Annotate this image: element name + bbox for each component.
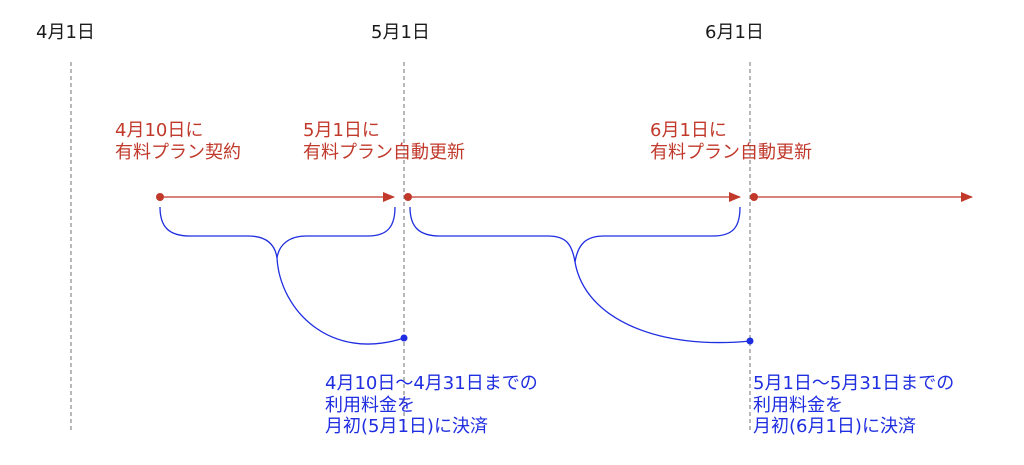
billing-note-second-line2: 利用料金を — [753, 394, 843, 416]
billing-brace-1 — [159, 206, 396, 259]
event-label-contract-line2: 有料プラン契約 — [115, 141, 241, 163]
event-label-renew-may: 5月1日に 有料プラン自動更新 — [303, 120, 465, 163]
event-dot-renew-may — [404, 193, 412, 201]
billing-note-first-line2: 利用料金を — [325, 394, 415, 416]
billing-connector-2 — [574, 261, 751, 344]
event-label-contract: 4月10日に 有料プラン契約 — [115, 120, 241, 163]
event-label-renew-jun: 6月1日に 有料プラン自動更新 — [650, 120, 812, 163]
billing-dot-1 — [400, 334, 408, 342]
billing-note-first: 4月10日〜4月31日までの 利用料金を 月初(5月1日)に決済 — [325, 373, 538, 438]
event-dot-renew-jun — [750, 193, 758, 201]
billing-note-first-line3: 月初(5月1日)に決済 — [325, 416, 488, 438]
event-dot-contract — [156, 193, 164, 201]
date-label-jun1: 6月1日 — [705, 22, 764, 43]
billing-connector-1 — [276, 257, 405, 345]
billing-dot-2 — [746, 337, 754, 345]
billing-note-second-line1: 5月1日〜5月31日までの — [753, 373, 955, 394]
event-label-renew-jun-line1: 6月1日に — [650, 120, 727, 141]
event-label-contract-line1: 4月10日に — [115, 120, 204, 141]
date-label-may1: 5月1日 — [371, 22, 430, 43]
event-label-renew-may-line1: 5月1日に — [303, 120, 380, 141]
date-label-apr1: 4月1日 — [36, 22, 95, 43]
event-label-renew-may-line2: 有料プラン自動更新 — [303, 141, 465, 163]
billing-note-second: 5月1日〜5月31日までの 利用料金を 月初(6月1日)に決済 — [753, 373, 954, 438]
billing-note-first-line1: 4月10日〜4月31日までの — [325, 373, 538, 394]
billing-brace-2 — [409, 206, 741, 263]
event-label-renew-jun-line2: 有料プラン自動更新 — [650, 141, 812, 163]
billing-note-second-line3: 月初(6月1日)に決済 — [753, 416, 916, 438]
